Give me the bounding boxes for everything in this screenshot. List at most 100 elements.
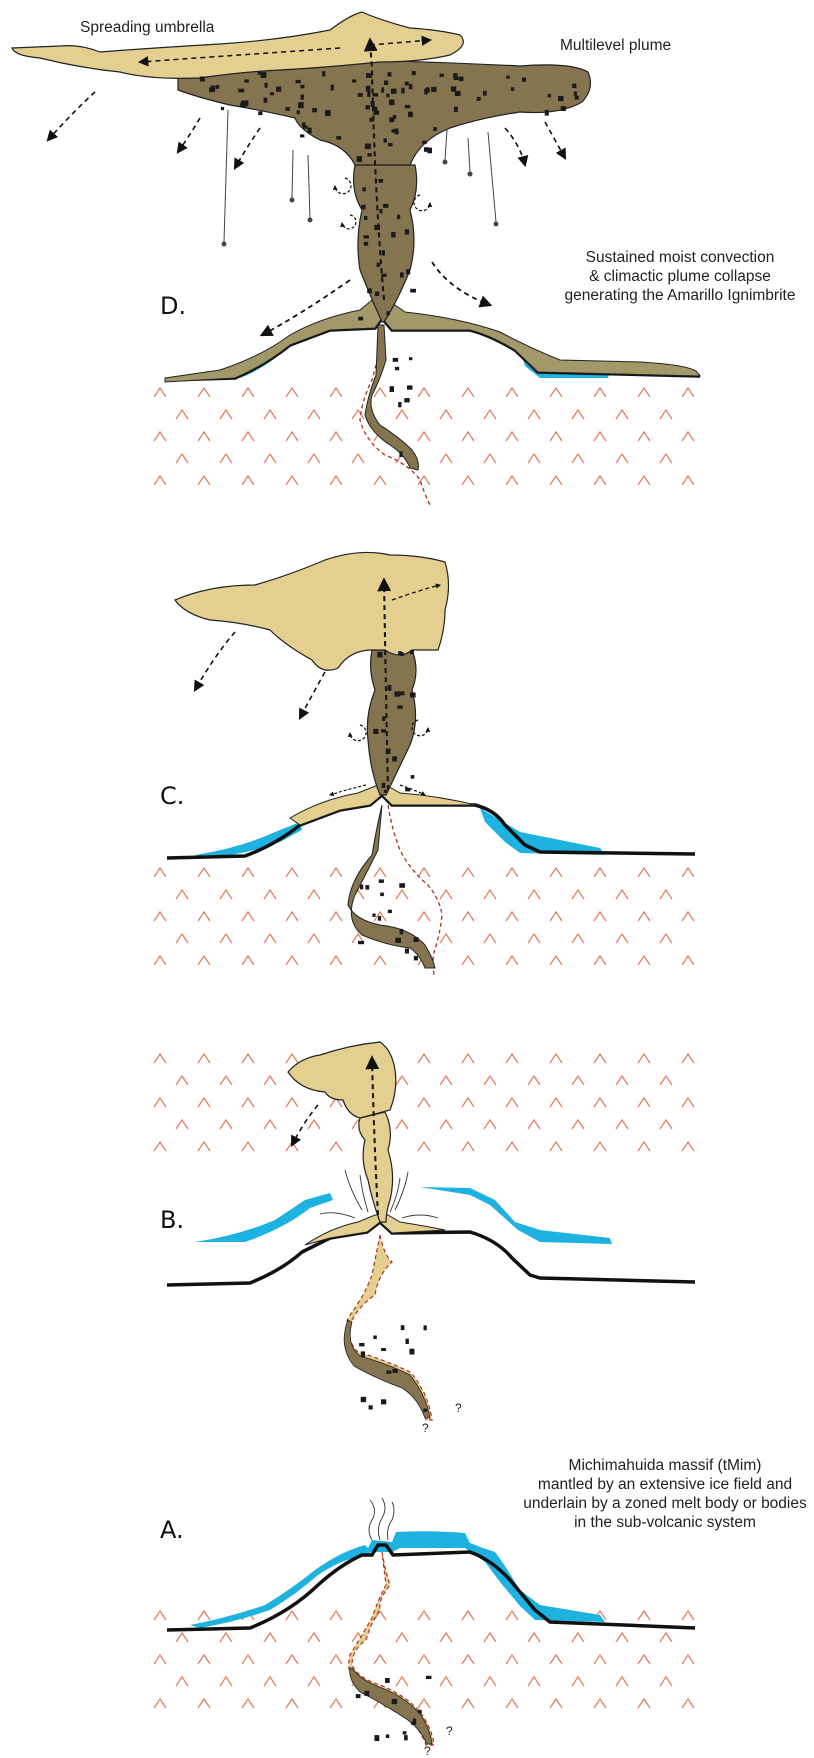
basement-mark xyxy=(418,912,430,921)
basement-mark xyxy=(682,476,694,485)
clast-fragment xyxy=(374,225,380,230)
clast-fragment xyxy=(410,693,416,698)
multilevel-plume xyxy=(178,60,590,165)
basement-mark xyxy=(550,476,562,485)
clast-fragment xyxy=(325,110,331,116)
clast-fragment xyxy=(322,71,325,76)
basement-mark xyxy=(440,1076,452,1085)
basement-mark xyxy=(572,1120,584,1129)
clast-fragment xyxy=(381,1348,386,1351)
basement-mark xyxy=(220,934,232,943)
basement-mark xyxy=(330,1611,342,1620)
basement-mark xyxy=(220,1677,232,1686)
clast-fragment xyxy=(373,729,378,734)
basement-mark xyxy=(506,1054,518,1063)
clast-fragment xyxy=(375,292,379,297)
basement-mark xyxy=(264,1633,276,1642)
basement-mark xyxy=(154,1699,166,1708)
basement-mark xyxy=(594,432,606,441)
basement-mark xyxy=(154,432,166,441)
ice-field-b xyxy=(195,1187,612,1244)
annotation-d-line-3: generating the Amarillo Ignimbrite xyxy=(565,287,796,304)
basement-mark xyxy=(594,868,606,877)
basement-mark xyxy=(286,912,298,921)
clast-fragment xyxy=(572,84,576,89)
basement-mark xyxy=(308,934,320,943)
clast-fragment xyxy=(426,1676,432,1679)
clast-fragment xyxy=(393,358,399,362)
basement-mark xyxy=(198,1142,210,1151)
question-mark-a1: ? xyxy=(446,1724,453,1738)
clast-fragment xyxy=(414,937,419,942)
basement-mark xyxy=(198,1655,210,1664)
basement-mark xyxy=(550,388,562,397)
basement-mark xyxy=(242,432,254,441)
basement-mark xyxy=(198,388,210,397)
clast-fragment xyxy=(264,98,268,103)
clast-fragment xyxy=(400,652,403,656)
clast-fragment xyxy=(296,80,301,83)
basement-mark xyxy=(550,956,562,965)
clast-fragment xyxy=(392,129,395,132)
basement-mark xyxy=(462,1699,474,1708)
clast-fragment xyxy=(367,91,370,97)
fallout-arrow-2 xyxy=(178,118,200,152)
clast-fragment xyxy=(424,89,427,95)
basement-mark xyxy=(264,1120,276,1129)
basement-mark xyxy=(550,912,562,921)
basement-mark xyxy=(682,432,694,441)
basement-mark xyxy=(176,890,188,899)
annotation-a-line-4: in the sub-volcanic system xyxy=(574,1514,756,1531)
annotation-a-line-2: mantled by an extensive ice field and xyxy=(538,1476,792,1493)
basement-mark xyxy=(506,1098,518,1107)
basement-mark xyxy=(682,388,694,397)
clast-fragment xyxy=(379,879,384,883)
basement-rock-d xyxy=(154,388,694,485)
clast-fragment xyxy=(221,107,224,110)
basement-mark xyxy=(286,1611,298,1620)
clast-fragment xyxy=(511,87,514,91)
basement-mark xyxy=(462,956,474,965)
clast-fragment xyxy=(300,134,304,137)
clast-fragment xyxy=(405,949,409,954)
basement-mark xyxy=(242,1699,254,1708)
clast-fragment xyxy=(360,885,363,890)
clast-fragment xyxy=(373,107,378,111)
annotation-d-line-1: Sustained moist convection xyxy=(586,249,775,266)
clast-fragment xyxy=(389,100,394,106)
clast-fragment xyxy=(383,204,388,208)
clast-fragment xyxy=(377,652,382,658)
basement-mark xyxy=(506,912,518,921)
basement-mark xyxy=(506,868,518,877)
basement-mark xyxy=(198,912,210,921)
basement-mark xyxy=(638,1655,650,1664)
basement-mark xyxy=(220,1633,232,1642)
clast-fragment xyxy=(412,71,416,75)
basement-mark xyxy=(506,1655,518,1664)
clast-fragment xyxy=(558,96,563,101)
basement-mark xyxy=(418,388,430,397)
annotation-a: Michimahuida massif (tMim) mantled by an… xyxy=(523,1457,807,1531)
basement-mark xyxy=(330,868,342,877)
clast-fragment xyxy=(431,87,436,92)
clast-fragment xyxy=(358,941,364,944)
clast-fragment xyxy=(427,148,432,154)
clast-fragment xyxy=(459,77,464,82)
basement-mark xyxy=(308,1677,320,1686)
basement-mark xyxy=(660,1120,672,1129)
basement-mark xyxy=(418,432,430,441)
clast-fragment xyxy=(409,357,412,360)
basement-mark xyxy=(638,1699,650,1708)
basement-mark xyxy=(572,1633,584,1642)
basement-mark xyxy=(528,410,540,419)
basement-mark xyxy=(330,1655,342,1664)
basement-mark xyxy=(462,1611,474,1620)
basement-mark xyxy=(462,476,474,485)
basement-mark xyxy=(176,1120,188,1129)
clast-fragment xyxy=(410,650,414,654)
basement-mark xyxy=(286,476,298,485)
basement-mark xyxy=(572,1076,584,1085)
basement-mark xyxy=(286,432,298,441)
panel-letter-d: D. xyxy=(160,292,186,320)
basement-mark xyxy=(550,1054,562,1063)
